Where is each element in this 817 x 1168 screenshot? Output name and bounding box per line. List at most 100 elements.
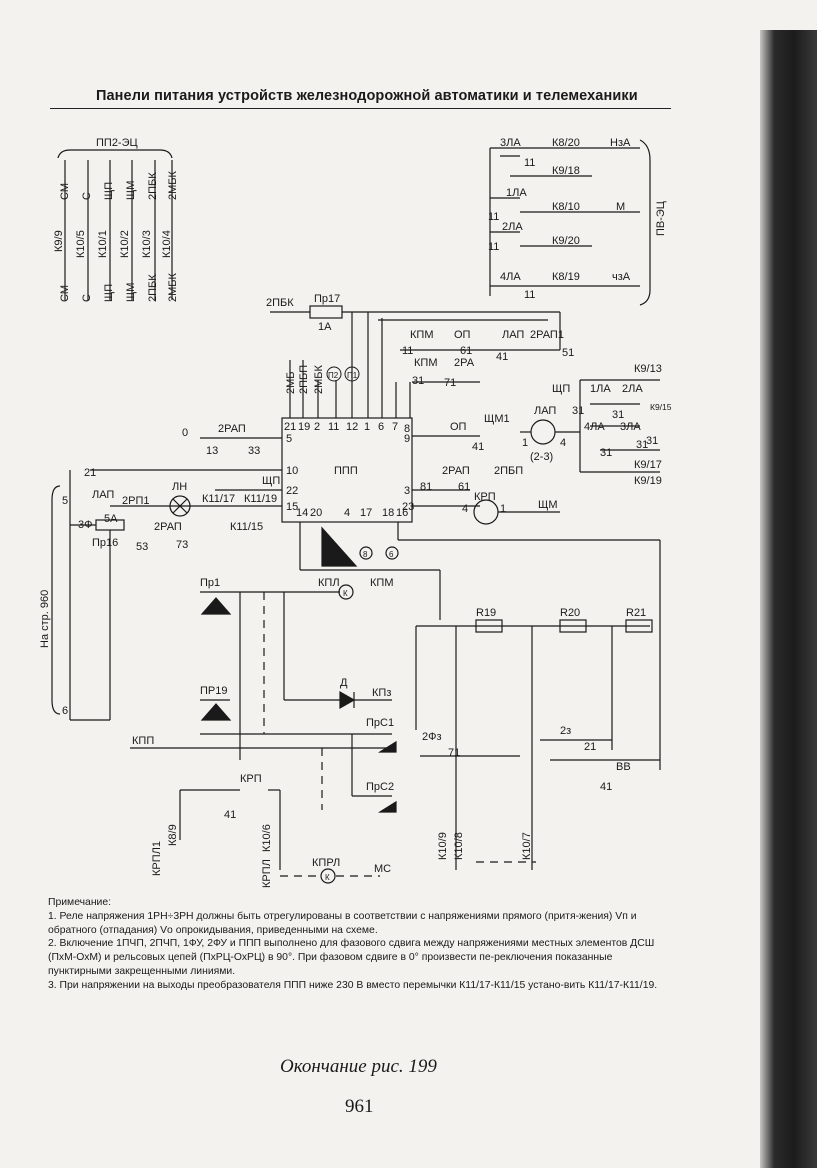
tr-term-2: К9/18: [552, 165, 580, 177]
lbl-n41: 41: [496, 351, 508, 363]
lbl-bb: ВВ: [616, 761, 631, 773]
ppp-pin-bottom-4: 17: [360, 507, 372, 519]
lbl-2f3: 2Фз: [422, 731, 442, 743]
ppp-pin-top-5: 12: [346, 421, 358, 433]
lbl-2la: 2ЛА: [622, 383, 643, 395]
tl-r2-2: К10/5: [75, 230, 87, 258]
lbl-lap2: ЛАП: [534, 405, 556, 417]
lbl-2rap1: 2РАП1: [530, 329, 564, 341]
lbl-pr16: Пр16: [92, 537, 118, 549]
tl-r3-4: ЩМ: [125, 283, 137, 302]
lbl-r21: R21: [626, 607, 646, 619]
ppp-pin-left-1: 5: [286, 433, 292, 445]
ppp-pin-top-7: 6: [378, 421, 384, 433]
lbl-six: 6: [62, 705, 68, 717]
relay-2la: 2ЛА: [502, 221, 523, 233]
lbl-k9-13: К9/13: [634, 363, 662, 375]
lbl-k9-15: К9/15: [650, 402, 672, 412]
tl-r1-5: 2ПБК: [147, 172, 159, 200]
ppp-pin-left-3: 22: [286, 485, 298, 497]
tr-term-4: К9/20: [552, 235, 580, 247]
lbl-p2: П2: [328, 371, 339, 380]
lbl-1a: 1А: [318, 321, 332, 333]
lbl-n41c: 41: [600, 781, 612, 793]
ppp-pin-top-8: 7: [392, 421, 398, 433]
lbl-n31b: 31: [612, 409, 624, 421]
lbl-kpm3: КПМ: [370, 577, 393, 589]
lbl-k11-15: К11/15: [230, 521, 263, 533]
lbl-n31: 31: [412, 375, 424, 387]
tr-term-5: К8/19: [552, 271, 580, 283]
lbl-1la: 1ЛА: [590, 383, 611, 395]
lbl-krpl1: КРПЛ1: [151, 841, 163, 876]
lbl-k-glyph-2: К: [325, 873, 330, 882]
lbl-k10-8: К10/8: [453, 832, 465, 860]
ppp-pin-right-2: 23: [402, 501, 414, 513]
lbl-pr1: Пр1: [200, 577, 220, 589]
tl-r1-6: 2МБК: [167, 171, 179, 200]
lbl-b8: 8: [363, 550, 368, 559]
lbl-kpm: КПМ: [410, 329, 433, 341]
lbl-n4b: 4: [462, 503, 468, 515]
lbl-n51: 51: [562, 347, 574, 359]
lbl-2rap-b: 2РАП: [442, 465, 470, 477]
tr-term-1: К8/20: [552, 137, 580, 149]
lbl-pr19: ПР19: [200, 685, 227, 697]
ppp-pin-top-1: 21: [284, 421, 296, 433]
tr-contact-4: 11: [524, 289, 535, 301]
lbl-kprl: КПРЛ: [312, 857, 340, 869]
lbl-n71: 71: [444, 377, 456, 389]
lbl-ln: ЛН: [172, 481, 187, 493]
lbl-lap3: ЛАП: [92, 489, 114, 501]
tr-contact-3: 11: [488, 241, 499, 253]
lbl-b6: 6: [389, 550, 394, 559]
lbl-2z: 2з: [560, 725, 571, 737]
ppp-pin-right-1: 3: [404, 485, 410, 497]
tl-r3-3: ЩП: [103, 284, 115, 302]
relay-3la: 3ЛА: [500, 137, 521, 149]
note-item-2: 2. Включение 1ПЧП, 2ПЧП, 1ФУ, 2ФУ и ППП …: [48, 938, 655, 977]
group-label-pp2: ПП2-ЭЦ: [96, 137, 138, 149]
relay-4la: 4ЛА: [500, 271, 521, 283]
lbl-p1: П1: [347, 371, 358, 380]
ppp-pin-bottom-2: 20: [310, 507, 322, 519]
header-rule: [50, 108, 671, 109]
lbl-k9-19: К9/19: [634, 475, 662, 487]
lbl-kpl: КПЛ: [318, 577, 340, 589]
lbl-n33: 33: [248, 445, 260, 457]
tr-signal-1: НзА: [610, 137, 631, 149]
tl-r2-1: К9/9: [53, 230, 65, 252]
lbl-prs1: ПрС1: [366, 717, 394, 729]
ppp-pin-top-6: 1: [364, 421, 370, 433]
lbl-zero: 0: [182, 427, 188, 439]
lbl-n1: 1: [522, 437, 528, 449]
tl-r2-4: К10/2: [119, 230, 131, 258]
lbl-r19: R19: [476, 607, 496, 619]
tl-r1-1: СМ: [59, 183, 71, 200]
lbl-n31a: 31: [572, 405, 584, 417]
lbl-4la: 4ЛА: [584, 421, 605, 433]
tl-r3-1: СМ: [59, 285, 71, 302]
lbl-krp: КРП: [474, 491, 496, 503]
lbl-n31d: 31: [600, 447, 612, 459]
lbl-2pbk: 2ПБК: [266, 297, 294, 309]
lbl-pr17: Пр17: [314, 293, 340, 305]
note-item-1: 1. Реле напряжения 1РН÷3РН должны быть о…: [48, 910, 637, 936]
ppp-label: ППП: [334, 465, 358, 477]
lbl-n73: 73: [176, 539, 188, 551]
ppp-pin-bottom-3: 4: [344, 507, 350, 519]
lbl-prs2: ПрС2: [366, 781, 394, 793]
tl-r3-2: С: [81, 294, 93, 302]
tl-r1-4: ЩМ: [125, 181, 137, 200]
lbl-k10-7: К10/7: [521, 832, 533, 860]
tl-r1-2: С: [81, 192, 93, 200]
lbl-2ra: 2РА: [454, 357, 475, 369]
ppp-pin-bottom-6: 16: [396, 507, 408, 519]
lbl-shp2: ЩП: [262, 475, 280, 487]
tr-signal-2: М: [616, 201, 625, 213]
tr-term-3: К8/10: [552, 201, 580, 213]
ppp-pin-top-2: 19: [298, 421, 310, 433]
lbl-ms: МС: [374, 863, 391, 875]
lbl-n11: 11: [402, 345, 413, 357]
